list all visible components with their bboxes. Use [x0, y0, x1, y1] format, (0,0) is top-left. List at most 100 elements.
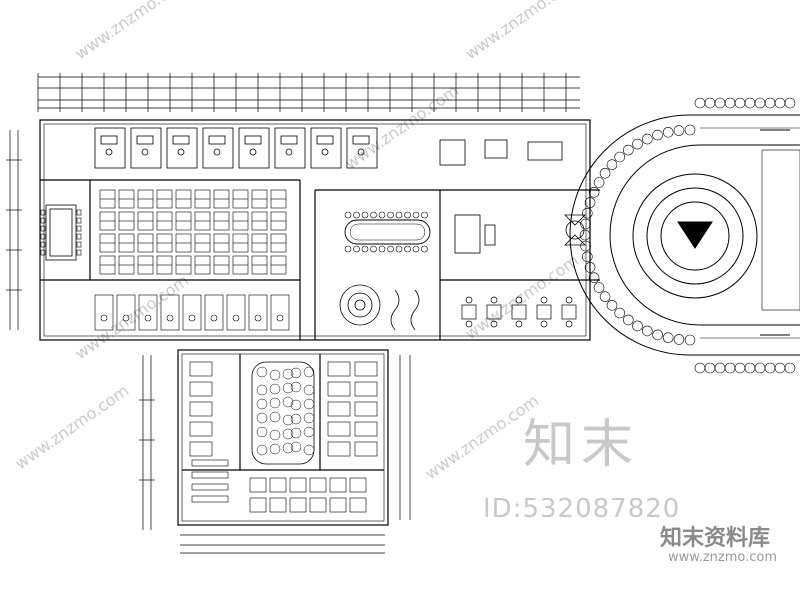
watermark-text: www.znzmo.com: [71, 271, 192, 364]
desk: [249, 497, 267, 513]
shrub: [282, 368, 294, 380]
watermark-text: www.znzmo.com: [461, 251, 582, 344]
shrub: [269, 369, 281, 381]
desk: [189, 441, 213, 457]
office-room: [346, 127, 378, 169]
shrub: [256, 412, 268, 424]
desk: [329, 477, 347, 493]
dimension-ticks: [37, 73, 567, 112]
desk: [189, 381, 213, 397]
shrub: [290, 441, 302, 453]
desk: [289, 497, 307, 513]
office-desk: [280, 135, 298, 145]
tree: [606, 159, 618, 170]
tree: [684, 124, 696, 136]
desk: [327, 401, 351, 417]
lower-office-room: [160, 294, 180, 331]
tree: [704, 97, 716, 109]
shrub: [290, 381, 302, 393]
office-desk: [352, 135, 370, 145]
lower-office-room: [204, 294, 224, 331]
tree: [784, 97, 796, 109]
tree: [694, 97, 706, 109]
tree: [581, 251, 593, 263]
desk: [327, 381, 351, 397]
chair: [565, 320, 573, 328]
chair: [40, 209, 46, 216]
shrub: [282, 442, 294, 454]
chair: [353, 245, 360, 253]
tree: [673, 125, 685, 136]
shrub: [290, 427, 302, 439]
office-desk: [100, 135, 118, 145]
chair: [540, 320, 548, 328]
office-chair: [122, 314, 130, 322]
watermark-logo-text: 知末: [523, 415, 640, 475]
tree: [632, 320, 643, 332]
lower-office-room: [270, 294, 290, 331]
tree: [632, 138, 643, 150]
tree: [714, 97, 726, 109]
chair: [515, 320, 523, 328]
chair: [565, 296, 573, 304]
tree: [774, 97, 786, 109]
tree: [764, 97, 776, 109]
chair: [387, 245, 394, 253]
tree: [652, 329, 663, 341]
chair: [515, 296, 523, 304]
roundabout-trees: [579, 97, 796, 374]
desk: [309, 497, 327, 513]
desk: [327, 441, 351, 457]
reception-area: [454, 214, 586, 254]
tree: [641, 133, 653, 145]
lounge-round-table: [339, 284, 420, 331]
lower-office-room: [226, 294, 246, 331]
desk: [354, 421, 378, 437]
chair: [540, 296, 548, 304]
office-chair: [254, 314, 262, 322]
watermark-id: ID:532087820: [483, 494, 681, 524]
lower-office-room: [248, 294, 268, 331]
watermark-text: www.znzmo.com: [341, 81, 462, 174]
chair: [76, 209, 82, 216]
chair: [465, 296, 473, 304]
tree: [614, 307, 626, 319]
chair: [490, 296, 498, 304]
chair: [395, 211, 403, 219]
office-chair: [276, 314, 284, 322]
desk: [327, 361, 351, 377]
office-chair: [285, 148, 293, 156]
chair: [40, 233, 46, 240]
tree: [606, 299, 618, 311]
chair: [76, 217, 82, 224]
small-table: [561, 304, 577, 320]
tree: [724, 362, 736, 374]
desk: [269, 497, 287, 513]
shrub: [256, 384, 268, 396]
chair: [40, 241, 46, 248]
watermark-text: www.znzmo.com: [461, 0, 582, 63]
tree: [684, 334, 696, 346]
desk: [289, 477, 307, 493]
small-meeting-tables: [461, 296, 577, 328]
shrub: [256, 426, 268, 438]
shrub: [282, 396, 294, 408]
chair: [378, 211, 386, 219]
shrub: [269, 383, 281, 395]
shrub: [269, 429, 281, 441]
office-room: [274, 127, 306, 169]
tree: [622, 144, 634, 156]
chair: [490, 320, 498, 328]
tree: [622, 314, 634, 326]
desk: [189, 401, 213, 417]
tree: [754, 362, 766, 374]
chair: [412, 211, 420, 219]
tree: [744, 362, 756, 374]
chair: [421, 245, 428, 253]
bench: [191, 459, 229, 467]
chair: [344, 245, 352, 253]
chair: [387, 211, 394, 219]
office-chair: [105, 148, 113, 156]
office-chair: [232, 314, 240, 322]
office-chair: [166, 314, 174, 322]
